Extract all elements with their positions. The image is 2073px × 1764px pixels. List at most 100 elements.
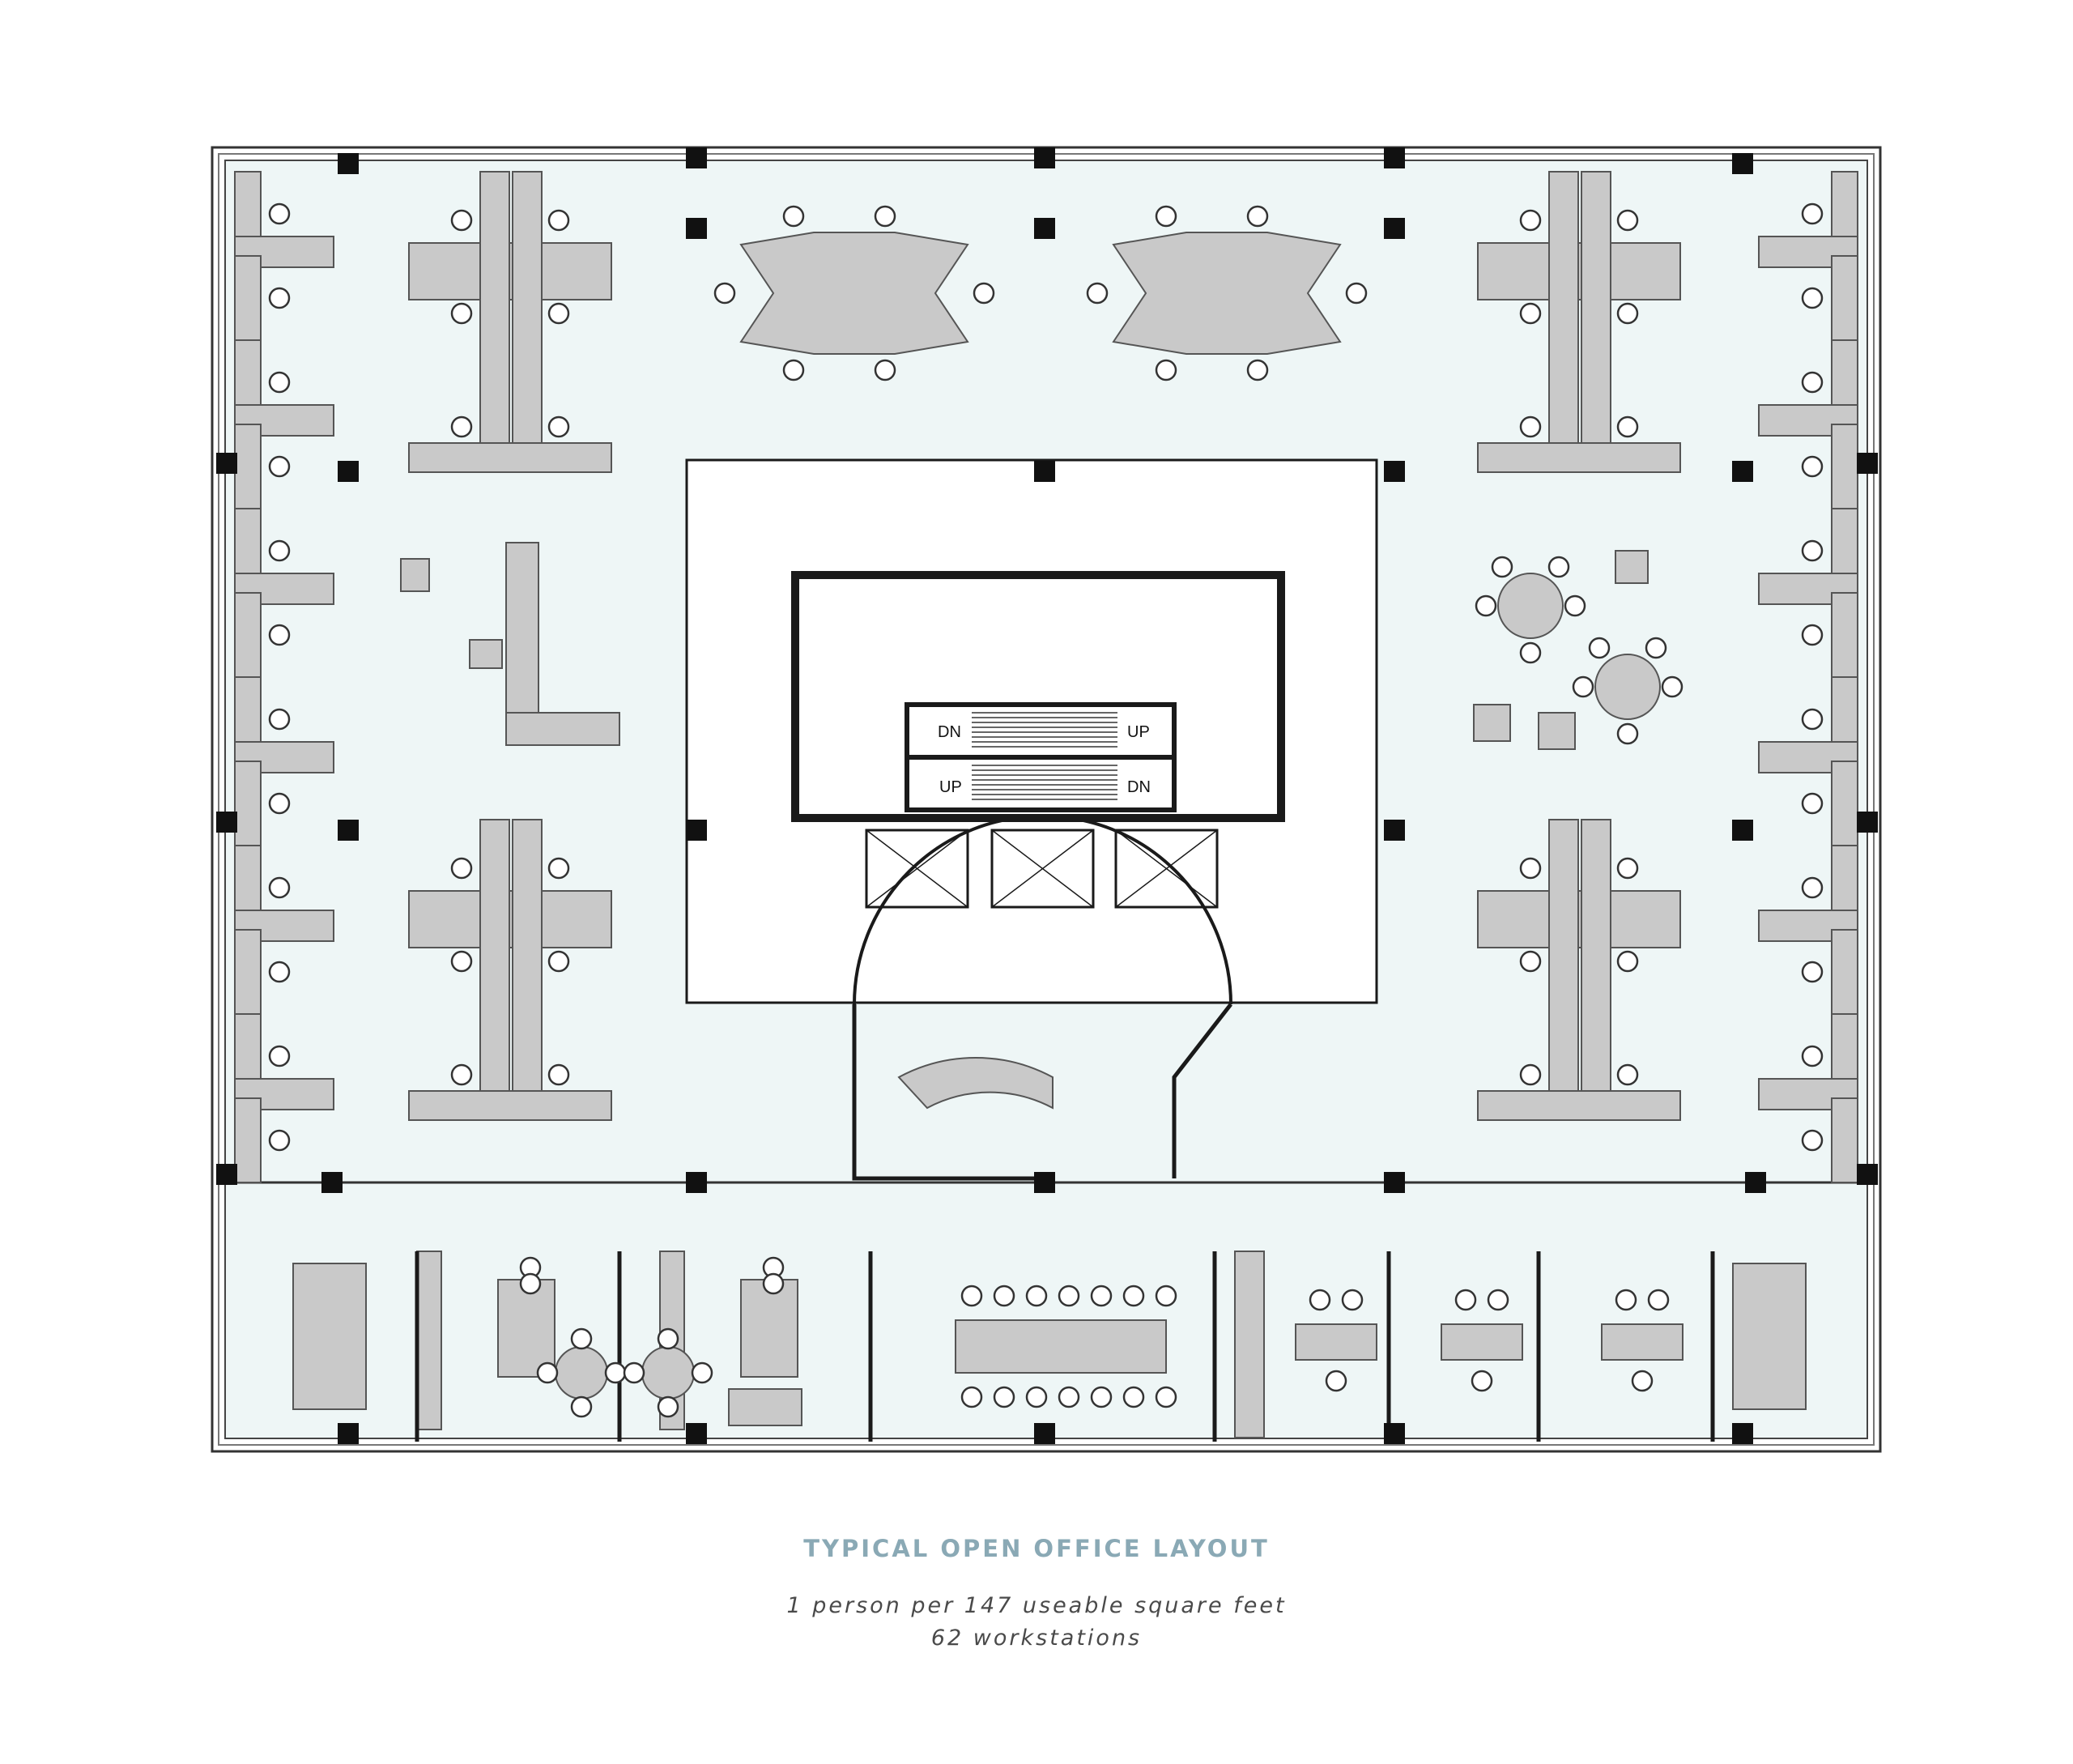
column bbox=[216, 453, 237, 474]
chair bbox=[1801, 792, 1824, 815]
chair bbox=[450, 209, 473, 232]
desk bbox=[1548, 171, 1579, 472]
column bbox=[1857, 453, 1878, 474]
chair bbox=[1155, 205, 1177, 228]
desk bbox=[955, 1319, 1167, 1374]
column bbox=[1384, 147, 1405, 168]
chair bbox=[547, 302, 570, 325]
chair bbox=[1616, 415, 1639, 438]
stair-label-up-upper: UP bbox=[1127, 723, 1150, 741]
chair bbox=[1616, 857, 1639, 880]
column bbox=[686, 1172, 707, 1193]
desk bbox=[408, 1090, 612, 1121]
chair bbox=[960, 1285, 983, 1307]
desk bbox=[505, 712, 620, 746]
chair bbox=[1801, 876, 1824, 899]
desk bbox=[1601, 1323, 1684, 1361]
chair bbox=[1519, 302, 1542, 325]
chair bbox=[547, 857, 570, 880]
chair bbox=[1122, 1285, 1145, 1307]
chair bbox=[268, 539, 291, 562]
chair bbox=[268, 455, 291, 478]
column bbox=[1384, 461, 1405, 482]
desk bbox=[1477, 442, 1681, 473]
chair bbox=[268, 287, 291, 309]
column bbox=[1034, 461, 1055, 482]
chair bbox=[536, 1361, 559, 1384]
chair bbox=[1631, 1370, 1654, 1392]
column bbox=[1857, 1164, 1878, 1185]
stair-label-up-lower: UP bbox=[939, 778, 962, 796]
desk bbox=[234, 761, 262, 846]
desk bbox=[1538, 712, 1576, 750]
chair bbox=[1519, 415, 1542, 438]
chair bbox=[268, 371, 291, 394]
desk bbox=[1732, 1263, 1807, 1410]
desk bbox=[1831, 929, 1858, 1015]
chair bbox=[782, 359, 805, 381]
chair bbox=[691, 1361, 713, 1384]
desk bbox=[234, 1078, 334, 1110]
structural-columns bbox=[216, 147, 1878, 1444]
chair bbox=[1155, 1285, 1177, 1307]
desk bbox=[1581, 819, 1611, 1120]
round-table bbox=[1594, 654, 1661, 720]
desk bbox=[1295, 1323, 1377, 1361]
column bbox=[338, 820, 359, 841]
chair bbox=[1325, 1370, 1347, 1392]
chair bbox=[623, 1361, 645, 1384]
chair bbox=[1519, 857, 1542, 880]
chair bbox=[1588, 637, 1611, 659]
chair bbox=[657, 1395, 679, 1418]
desk bbox=[1441, 1323, 1523, 1361]
chairs bbox=[268, 202, 1824, 1418]
chair bbox=[993, 1285, 1015, 1307]
chair bbox=[1471, 1370, 1493, 1392]
desk bbox=[479, 819, 510, 1120]
chair bbox=[1246, 359, 1269, 381]
column bbox=[1732, 153, 1753, 174]
chair bbox=[268, 1045, 291, 1067]
desk bbox=[234, 1097, 262, 1183]
density-note: 1 person per 147 useable square feet bbox=[786, 1593, 1287, 1618]
column bbox=[686, 147, 707, 168]
chair bbox=[993, 1386, 1015, 1408]
column bbox=[1732, 1423, 1753, 1444]
chair bbox=[762, 1272, 785, 1295]
chair bbox=[547, 209, 570, 232]
chair bbox=[1155, 1386, 1177, 1408]
desk bbox=[1831, 592, 1858, 678]
chair bbox=[1801, 539, 1824, 562]
column bbox=[321, 1172, 343, 1193]
elevator-cross bbox=[991, 829, 1094, 908]
desk bbox=[234, 255, 262, 341]
chair bbox=[973, 282, 995, 305]
desk bbox=[1831, 761, 1858, 846]
chair bbox=[268, 961, 291, 983]
chair bbox=[657, 1327, 679, 1350]
private-offices-and-meeting-rooms bbox=[292, 1251, 1807, 1442]
chair bbox=[1801, 961, 1824, 983]
chair bbox=[1801, 287, 1824, 309]
chair bbox=[1616, 302, 1639, 325]
desk bbox=[234, 592, 262, 678]
column bbox=[1034, 1172, 1055, 1193]
chair bbox=[1246, 205, 1269, 228]
chair bbox=[1564, 594, 1586, 617]
chair bbox=[1155, 359, 1177, 381]
desk bbox=[1234, 1251, 1265, 1438]
chair bbox=[450, 1063, 473, 1086]
chair bbox=[1645, 637, 1667, 659]
workstation-pods bbox=[408, 171, 1681, 1121]
lounge-seating bbox=[400, 542, 1661, 750]
desk bbox=[408, 442, 612, 473]
chair bbox=[519, 1272, 542, 1295]
desk bbox=[479, 171, 510, 472]
chair bbox=[1616, 722, 1639, 745]
chair bbox=[1801, 1045, 1824, 1067]
desk bbox=[1581, 171, 1611, 472]
chair bbox=[1454, 1289, 1477, 1311]
floor-plan: DN UP UP DN bbox=[211, 146, 1882, 1453]
round-table bbox=[555, 1346, 608, 1400]
column bbox=[1384, 820, 1405, 841]
